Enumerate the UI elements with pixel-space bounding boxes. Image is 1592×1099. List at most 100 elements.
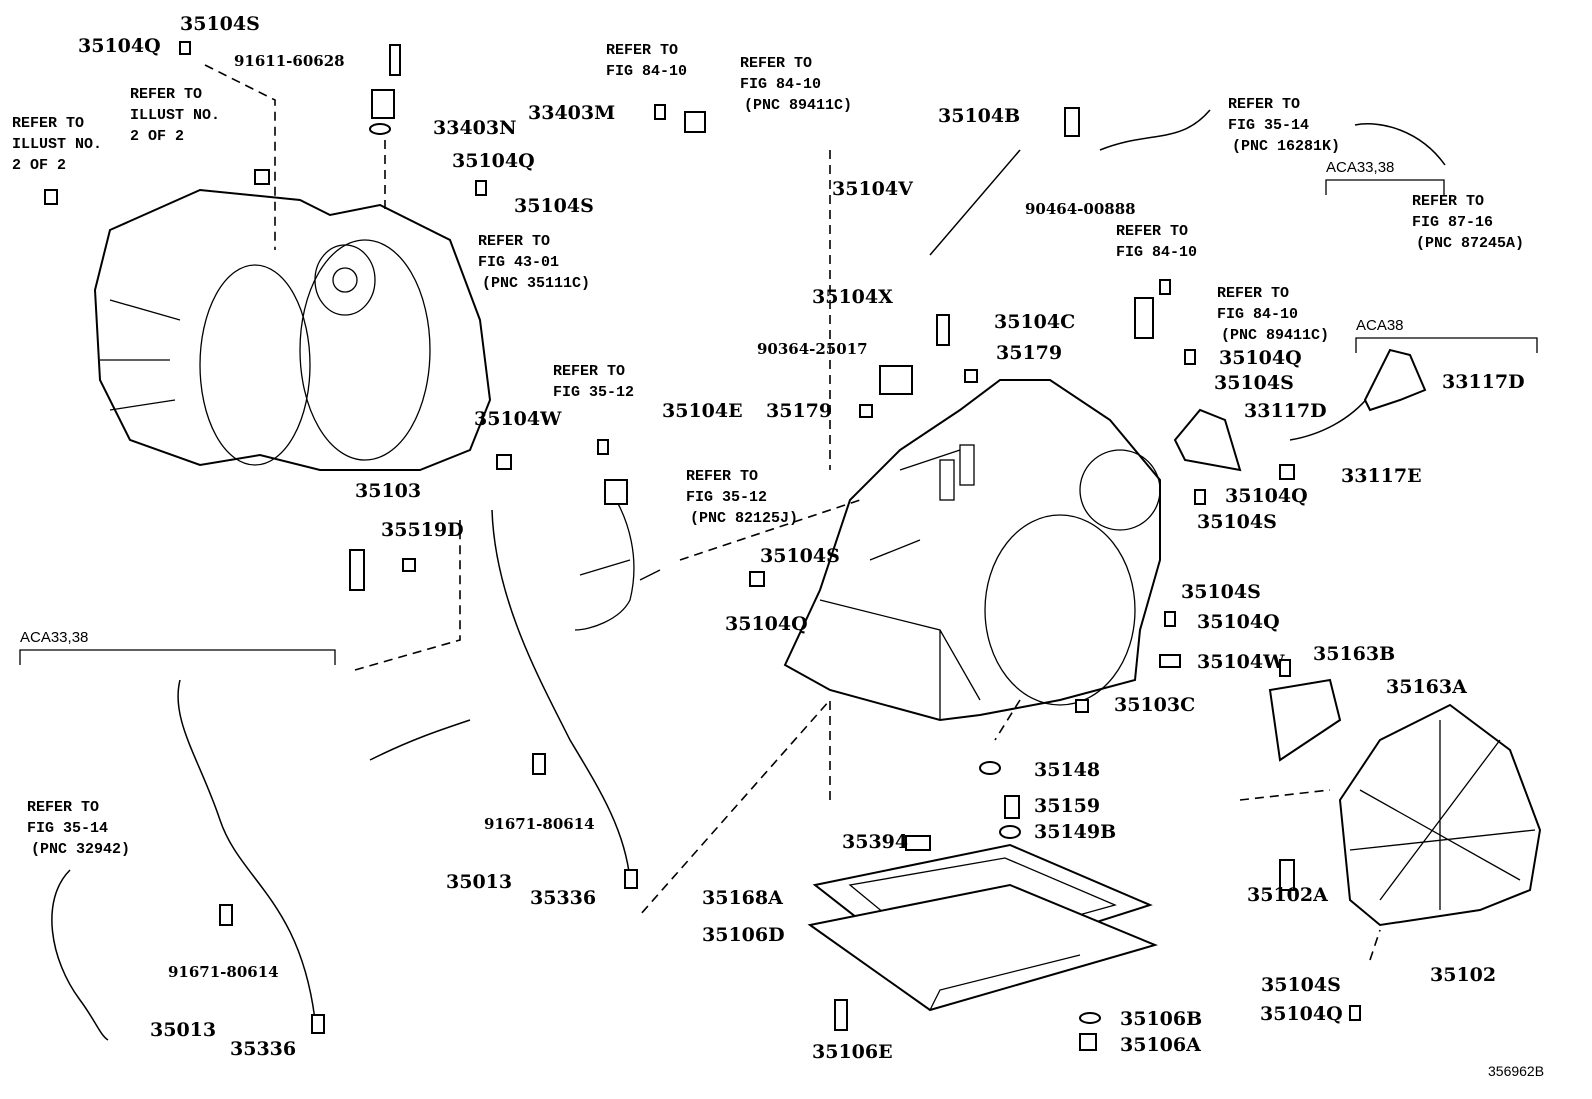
- reference-note: (PNC 89411C): [1221, 327, 1329, 344]
- part-number-label: 35104Q: [1225, 485, 1308, 507]
- reference-note: REFER TO: [12, 115, 84, 132]
- part-number-label: 35013: [150, 1019, 216, 1041]
- reference-note: FIG 35-12: [686, 489, 767, 506]
- part-number-label: 35149B: [1034, 821, 1116, 843]
- part-number-label: 35104C: [994, 311, 1075, 333]
- reference-note: FIG 84-10: [1116, 244, 1197, 261]
- extension-housing: [1338, 703, 1542, 927]
- part-number-label: 35104V: [832, 178, 914, 200]
- part-number-label: 35336: [230, 1038, 296, 1060]
- part-number-label: 35103: [355, 480, 421, 502]
- part-number-label: 35104Q: [1260, 1003, 1343, 1025]
- part-number-label: 35104S: [1181, 581, 1261, 603]
- reference-note: REFER TO: [1116, 223, 1188, 240]
- part-number-label: 35519D: [381, 519, 464, 541]
- converter-housing: [93, 188, 492, 471]
- part-number-label: 35103C: [1114, 694, 1195, 716]
- part-number-label: 35106B: [1120, 1008, 1202, 1030]
- reference-note: REFER TO: [740, 55, 812, 72]
- part-number-label: 35106A: [1120, 1034, 1201, 1056]
- bolts: [44, 41, 1427, 1051]
- wire-harness: [574, 489, 661, 631]
- part-number-label: 35104X: [812, 286, 893, 308]
- reference-note: FIG 35-14: [1228, 117, 1309, 134]
- hose-left: [51, 869, 109, 1041]
- reference-note: REFER TO: [606, 42, 678, 59]
- part-number-label: 35104S: [1261, 974, 1341, 996]
- oil-pan: [807, 843, 1159, 1012]
- part-number-label: 91611-60628: [234, 52, 345, 70]
- part-number-label: 33117E: [1341, 465, 1422, 487]
- part-number-label: 35159: [1034, 795, 1100, 817]
- reference-note: (PNC 35111C): [482, 275, 590, 292]
- bracket-aca38: [1355, 337, 1538, 353]
- arrow-icon: [1289, 394, 1371, 441]
- part-number-label: 35336: [530, 887, 596, 909]
- part-number-label: 35102A: [1247, 884, 1328, 906]
- transaxle-case: [783, 379, 1161, 722]
- part-number-label: 35104W: [474, 408, 562, 430]
- reference-note: (PNC 32942): [31, 841, 130, 858]
- reference-note: REFER TO: [553, 363, 625, 380]
- part-number-label: 91671-80614: [484, 815, 595, 833]
- reference-note: REFER TO: [1412, 193, 1484, 210]
- reference-note: REFER TO: [686, 468, 758, 485]
- hose-35104v: [929, 149, 1021, 256]
- reference-note: (PNC 89411C): [744, 97, 852, 114]
- model-group-label: ACA33,38: [1326, 159, 1394, 176]
- part-number-label: 33403N: [433, 117, 516, 139]
- part-number-label: 35104Q: [1197, 611, 1280, 633]
- dipstick-tube-right: [491, 509, 631, 881]
- reference-note: FIG 87-16: [1412, 214, 1493, 231]
- reference-note: REFER TO: [478, 233, 550, 250]
- part-number-label: 35104Q: [725, 613, 808, 635]
- part-number-label: 33403M: [528, 102, 615, 124]
- model-group-label: ACA33,38: [20, 629, 88, 646]
- part-number-label: 35179: [766, 400, 832, 422]
- part-number-label: 35104S: [760, 545, 840, 567]
- reference-note: FIG 35-14: [27, 820, 108, 837]
- reference-note: (PNC 87245A): [1416, 235, 1524, 252]
- reference-note: FIG 84-10: [606, 63, 687, 80]
- hose-16281k: [1099, 109, 1211, 151]
- reference-note: REFER TO: [27, 799, 99, 816]
- bracket-aca33-38-top: [1325, 179, 1445, 195]
- part-number-label: 90464-00888: [1025, 200, 1136, 218]
- reference-note: REFER TO: [1228, 96, 1300, 113]
- part-number-label: 35104E: [662, 400, 743, 422]
- bracket-aca33-38-bottom: [19, 649, 336, 665]
- part-number-label: 35106E: [812, 1041, 893, 1063]
- part-number-label: 35013: [446, 871, 512, 893]
- reference-note: (PNC 82125J): [690, 510, 798, 527]
- reference-note: (PNC 16281K): [1232, 138, 1340, 155]
- part-number-label: 33117D: [1442, 371, 1525, 393]
- reference-note: FIG 35-12: [553, 384, 634, 401]
- illustration-number: 356962B: [1488, 1063, 1544, 1079]
- part-number-label: 35104S: [514, 195, 594, 217]
- part-number-label: 35168A: [702, 887, 783, 909]
- part-number-label: 35148: [1034, 759, 1100, 781]
- part-number-label: 35104Q: [452, 150, 535, 172]
- part-number-label: 35104S: [1197, 511, 1277, 533]
- reference-note: FIG 84-10: [1217, 306, 1298, 323]
- part-number-label: 35104S: [1214, 372, 1294, 394]
- part-number-label: 35104W: [1197, 651, 1285, 673]
- reference-note: FIG 43-01: [478, 254, 559, 271]
- part-number-label: 35104Q: [78, 35, 161, 57]
- reference-note: ILLUST NO.: [130, 107, 220, 124]
- part-number-label: 90364-25017: [757, 340, 868, 358]
- part-number-label: 35104Q: [1219, 347, 1302, 369]
- part-number-label: 35102: [1430, 964, 1496, 986]
- arrow-icon: [1354, 123, 1446, 166]
- reference-note: FIG 84-10: [740, 76, 821, 93]
- part-number-label: 35394: [842, 831, 908, 853]
- reference-note: REFER TO: [1217, 285, 1289, 302]
- dipstick-tube-left: [177, 679, 316, 1021]
- reference-note: 2 OF 2: [12, 157, 66, 174]
- reference-note: 2 OF 2: [130, 128, 184, 145]
- part-number-label: 35106D: [702, 924, 785, 946]
- arrow-icon: [369, 719, 471, 761]
- reference-note: REFER TO: [130, 86, 202, 103]
- part-number-label: 35163A: [1386, 676, 1467, 698]
